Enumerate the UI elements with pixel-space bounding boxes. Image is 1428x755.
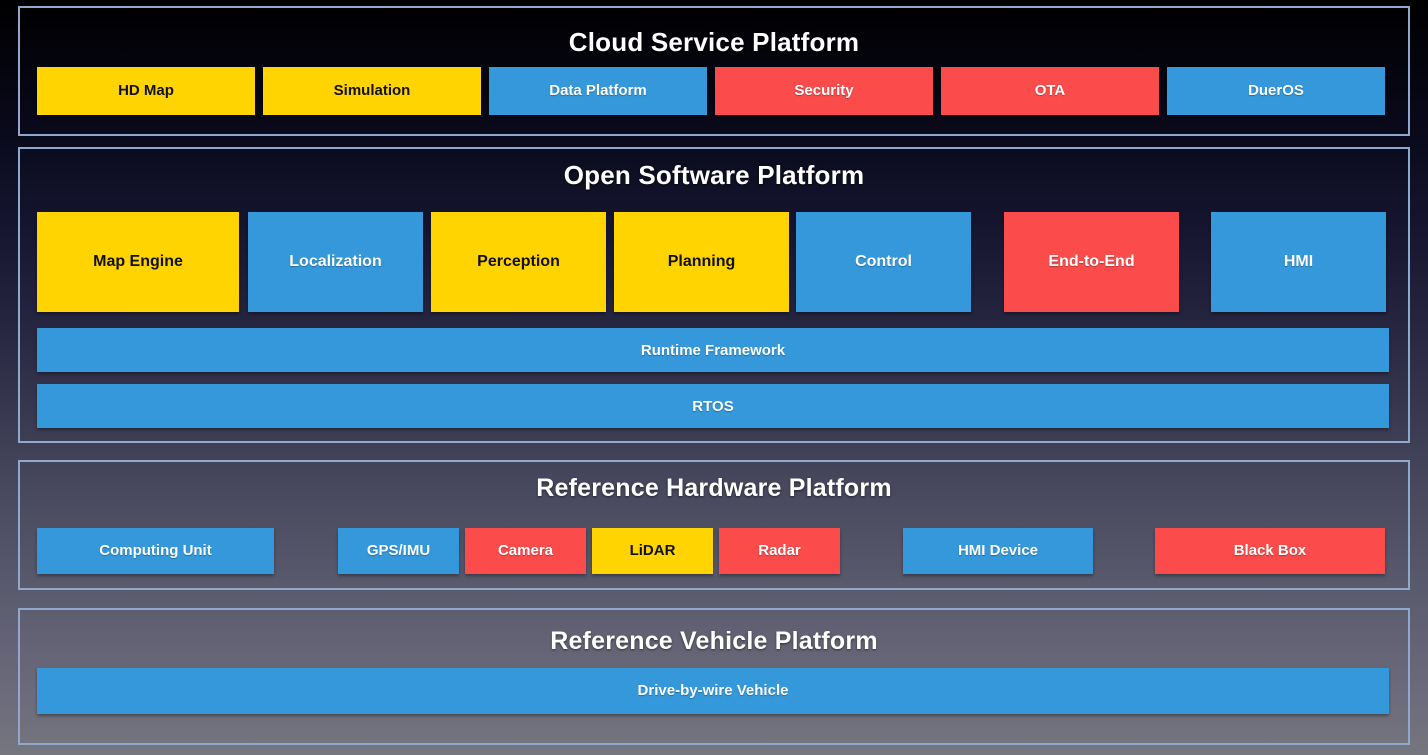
layer-panel-open-software-platform: Open Software Platform <box>18 147 1410 443</box>
layer-title-reference-vehicle-platform: Reference Vehicle Platform <box>550 627 878 655</box>
block-camera[interactable]: Camera <box>465 528 586 574</box>
block-dueros[interactable]: DuerOS <box>1167 67 1385 115</box>
layer-panel-reference-hardware-platform: Reference Hardware Platform <box>18 460 1410 590</box>
layer-title-cloud-service-platform: Cloud Service Platform <box>568 27 860 57</box>
block-simulation[interactable]: Simulation <box>263 67 481 115</box>
layer-title-open-software-platform: Open Software Platform <box>563 160 865 190</box>
block-radar[interactable]: Radar <box>719 528 840 574</box>
block-computing-unit[interactable]: Computing Unit <box>37 528 274 574</box>
block-hd-map[interactable]: HD Map <box>37 67 255 115</box>
block-lidar[interactable]: LiDAR <box>592 528 713 574</box>
block-runtime-framework[interactable]: Runtime Framework <box>37 328 1389 372</box>
layer-title-reference-hardware-platform: Reference Hardware Platform <box>536 474 892 502</box>
block-control[interactable]: Control <box>796 212 971 312</box>
block-ota[interactable]: OTA <box>941 67 1159 115</box>
block-hmi-device[interactable]: HMI Device <box>903 528 1093 574</box>
block-end-to-end[interactable]: End-to-End <box>1004 212 1179 312</box>
block-perception[interactable]: Perception <box>431 212 606 312</box>
block-gps-imu[interactable]: GPS/IMU <box>338 528 459 574</box>
layer-panel-reference-vehicle-platform: Reference Vehicle Platform <box>18 608 1410 745</box>
block-drive-by-wire-vehicle[interactable]: Drive-by-wire Vehicle <box>37 668 1389 714</box>
block-map-engine[interactable]: Map Engine <box>37 212 239 312</box>
block-security[interactable]: Security <box>715 67 933 115</box>
block-rtos[interactable]: RTOS <box>37 384 1389 428</box>
block-hmi[interactable]: HMI <box>1211 212 1386 312</box>
block-black-box[interactable]: Black Box <box>1155 528 1385 574</box>
block-planning[interactable]: Planning <box>614 212 789 312</box>
block-localization[interactable]: Localization <box>248 212 423 312</box>
block-data-platform[interactable]: Data Platform <box>489 67 707 115</box>
layer-panel-cloud-service-platform: Cloud Service Platform <box>18 6 1410 136</box>
